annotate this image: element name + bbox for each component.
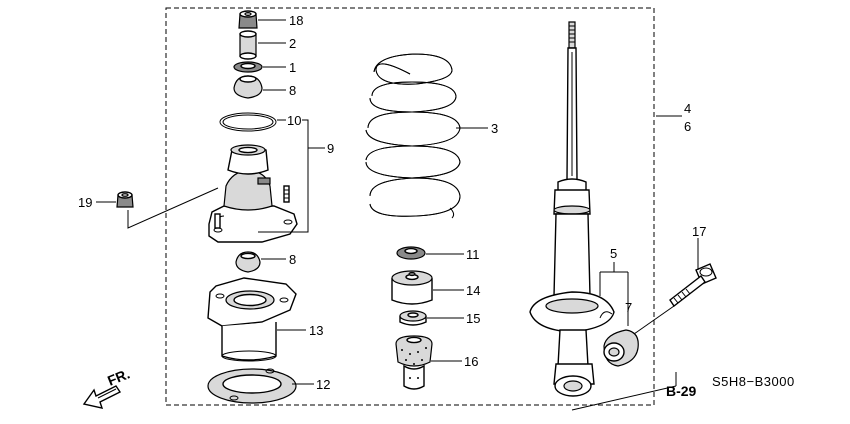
callout-9: 9 <box>327 141 334 156</box>
callout-2: 2 <box>289 36 296 51</box>
callout-1: 1 <box>289 60 296 75</box>
callout-6: 6 <box>684 119 691 134</box>
callout-17: 17 <box>692 224 706 239</box>
part-17-bolt <box>669 263 717 308</box>
assembly-frame <box>165 7 655 406</box>
callout-4: 4 <box>684 101 691 116</box>
part-7-bushing <box>603 329 639 367</box>
callout-18: 18 <box>289 13 303 28</box>
callout-8-lower: 8 <box>289 252 296 267</box>
part-11-seat <box>396 246 426 260</box>
part-1-washer <box>233 61 263 73</box>
callout-3: 3 <box>491 121 498 136</box>
callout-19: 19 <box>78 195 92 210</box>
part-16-bump-stop <box>395 335 433 390</box>
callout-13: 13 <box>309 323 323 338</box>
callout-11: 11 <box>466 247 480 262</box>
callout-7: 7 <box>625 300 632 315</box>
part-18-nut <box>238 10 258 29</box>
part-14-bump-cup <box>391 270 433 305</box>
diagram-code: S5H8−B3000 <box>712 374 795 389</box>
part-9-mount-base <box>208 144 298 243</box>
ref-label: B-29 <box>666 383 697 399</box>
part-8-bushing-lower <box>235 251 261 273</box>
part-2-collar <box>239 30 257 60</box>
callout-15: 15 <box>466 311 480 326</box>
direction-arrow <box>82 385 122 409</box>
part-3-coil-spring <box>365 53 461 219</box>
part-8-bushing-upper <box>233 75 263 99</box>
callout-10: 10 <box>287 113 301 128</box>
part-12-ring-pad <box>207 368 297 404</box>
part-19-nut <box>116 191 134 208</box>
callout-14: 14 <box>466 283 480 298</box>
part-13-lower-bracket <box>207 277 297 362</box>
part-15-washer <box>399 310 427 326</box>
callout-12: 12 <box>316 377 330 392</box>
callout-8-upper: 8 <box>289 83 296 98</box>
direction-label: FR. <box>105 365 132 388</box>
callout-5: 5 <box>610 246 617 261</box>
part-4-6-shock-absorber <box>529 21 615 397</box>
part-10-ring <box>219 112 277 132</box>
callout-16: 16 <box>464 354 478 369</box>
